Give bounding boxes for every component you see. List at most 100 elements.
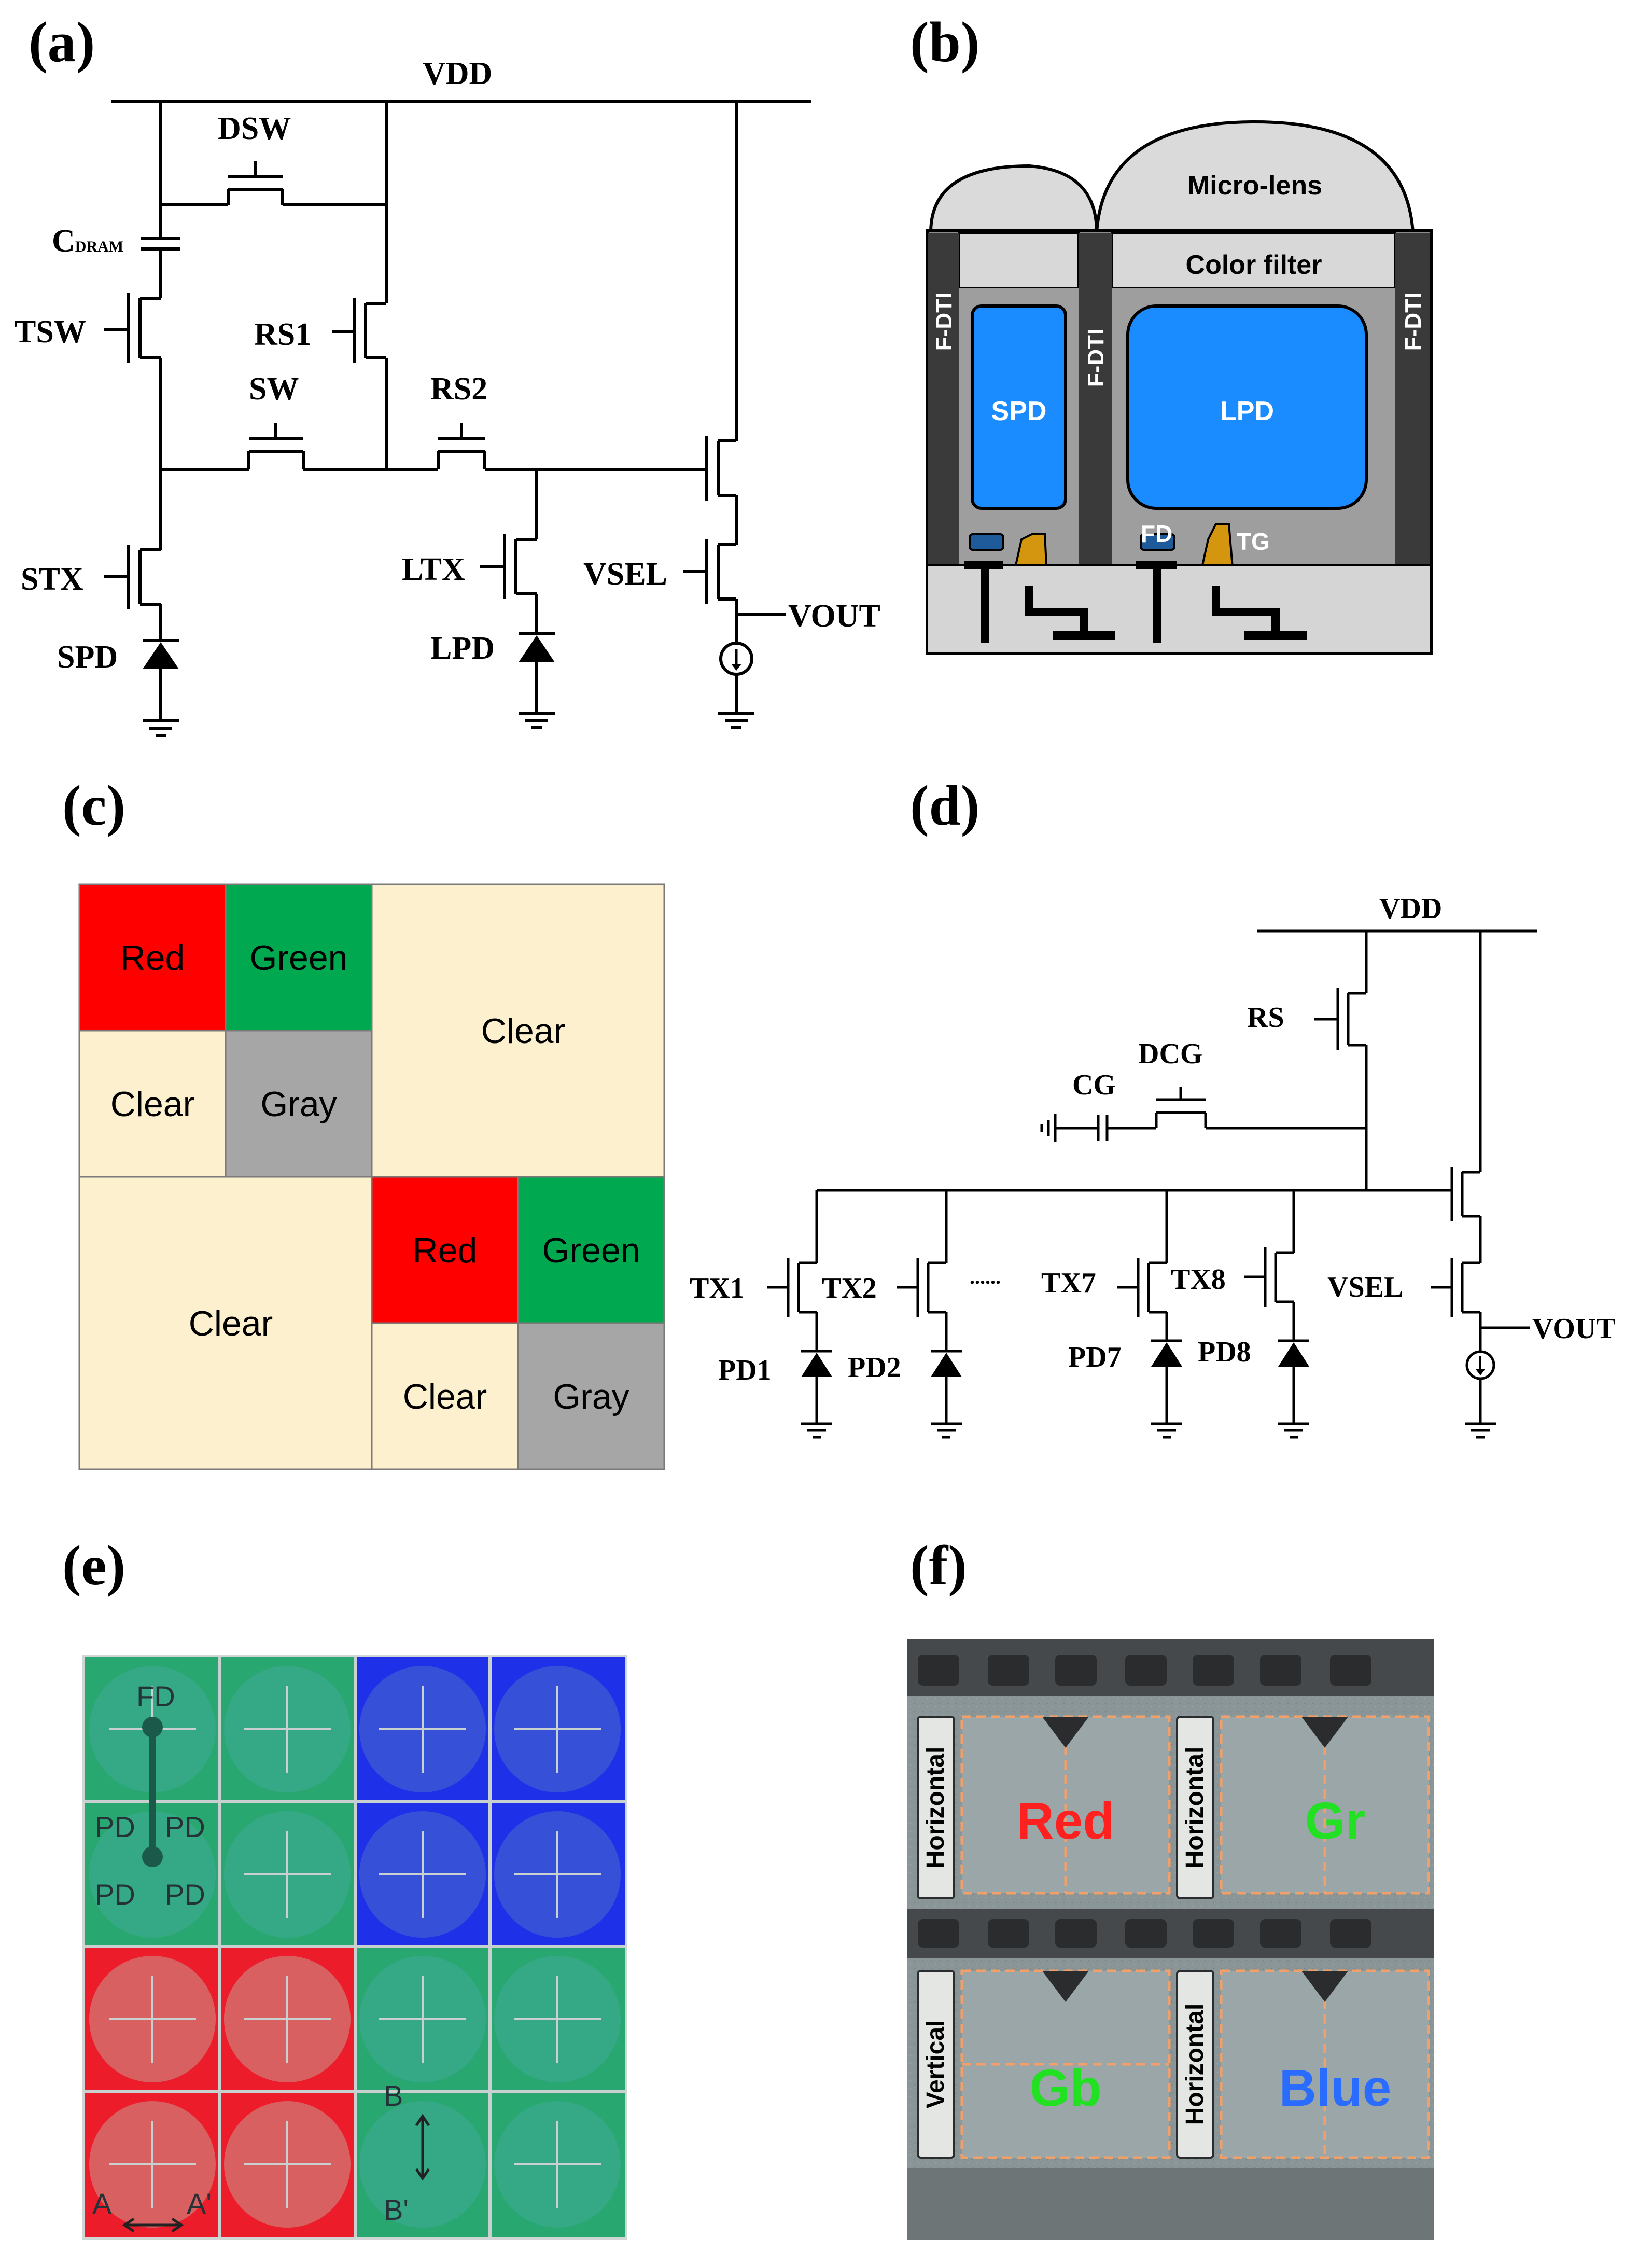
e-pd-label-3: PD: [95, 1878, 135, 1911]
a-cdram-main: C: [52, 224, 75, 259]
c-gray-label-2: Gray: [553, 1377, 629, 1416]
f-gr-label: Gr: [1305, 1792, 1366, 1850]
a-ltx-label: LTX: [402, 552, 465, 587]
d-pd8-label: PD8: [1198, 1336, 1251, 1368]
fd-pad-right: [1140, 533, 1175, 551]
a-vdd-label: VDD: [423, 56, 492, 91]
substrate: [928, 565, 1430, 652]
c-cell-green-1: [225, 883, 373, 1032]
d-pd7-label: PD7: [1068, 1341, 1122, 1373]
b-fdti-middle-label: F-DTI: [1083, 329, 1109, 387]
panel-label-f: (f): [910, 1534, 967, 1597]
e-grid-lines: [85, 1657, 625, 2237]
d-vsel-label: VSEL: [1327, 1271, 1403, 1303]
d-tx7-label: TX7: [1041, 1267, 1096, 1299]
a-tsw-label: TSW: [15, 314, 86, 350]
a-vout-label: VOUT: [788, 599, 880, 634]
panel-label-e: (e): [62, 1534, 125, 1597]
c-cell-gray-1: [225, 1030, 373, 1178]
a-rs2-label: RS2: [430, 371, 487, 407]
b-fdti-right-label: F-DTI: [1401, 293, 1426, 351]
d-pd1-label: PD1: [718, 1354, 772, 1386]
c-clear-big-label-1: Clear: [481, 1011, 566, 1051]
f-direction-boxes: [917, 1716, 1214, 2159]
c-cell-red-2: [371, 1176, 519, 1324]
c-cell-clear-big-2: [78, 1176, 373, 1470]
panel-label-c: (c): [62, 774, 125, 837]
panel-f-labels: Horizontal Horizontal Vertical Horizonta…: [922, 1747, 1391, 2125]
pd2-diode-symbol: [931, 1353, 962, 1377]
c-cell-clear-big-1: [371, 883, 665, 1178]
color-filter-large: [1111, 232, 1396, 289]
f-horizontal-label-2: Horizontal: [1181, 1747, 1209, 1869]
d-dcg-label: DCG: [1138, 1038, 1202, 1070]
e-b-prime-label: B': [384, 2193, 409, 2226]
e-b-label: B: [384, 2079, 403, 2112]
f-horizontal-label-1: Horizontal: [922, 1747, 949, 1869]
a-dsw-label: DSW: [218, 111, 291, 146]
e-aa-arrow: [122, 2217, 184, 2233]
c-clear-label-1: Clear: [110, 1085, 195, 1124]
c-cell-clear-2: [371, 1322, 519, 1470]
a-spd-label: SPD: [57, 640, 118, 675]
d-tx2-label: TX2: [822, 1272, 877, 1304]
c-gray-label-1: Gray: [260, 1085, 337, 1124]
b-spd-label: SPD: [991, 396, 1047, 426]
current-source-arrowhead: [731, 664, 741, 671]
panel-e-labels: FD PD PD PD PD A A' B B': [92, 1680, 409, 2226]
e-pd-label-1: PD: [95, 1811, 135, 1843]
pd1-diode-symbol: [801, 1353, 832, 1377]
b-microlens-label: Micro-lens: [1187, 171, 1322, 201]
color-filter-small: [958, 232, 1080, 289]
f-tg-notches: [1042, 1717, 1348, 2002]
f-horizontal-label-3: Horizontal: [1181, 2004, 1209, 2125]
a-rs1-label: RS1: [254, 317, 311, 352]
d-tx8-label: TX8: [1171, 1263, 1226, 1296]
panel-a-labels: VDD DSW CDRAM TSW RS1 SW RS2 STX LTX VSE…: [15, 56, 880, 675]
spd-diode-symbol: [143, 642, 179, 669]
d-vdd-label: VDD: [1379, 893, 1442, 925]
d-vout-label: VOUT: [1532, 1313, 1616, 1345]
d-rs-label: RS: [1247, 1002, 1284, 1034]
panel-e-quad-pixel-array: [82, 1655, 627, 2240]
metal-wiring: [964, 561, 1307, 643]
pd7-diode-symbol: [1151, 1342, 1182, 1367]
a-lpd-label: LPD: [430, 631, 495, 666]
panel-c-labels: Red Green Clear Gray Clear Clear Red Gre…: [110, 938, 640, 1416]
d-tx1-label: TX1: [690, 1272, 745, 1304]
large-microlens: [1095, 120, 1415, 234]
panel-a-symbols: [143, 635, 741, 671]
fd-pad-left: [969, 533, 1004, 551]
c-cell-gray-2: [517, 1322, 665, 1470]
fdti-wall-right: [1395, 233, 1430, 565]
panel-d-symbols: [801, 1342, 1485, 1377]
f-vertical-label: Vertical: [922, 2020, 949, 2109]
e-bb-arrow: [415, 2114, 430, 2181]
d-cg-label: CG: [1072, 1069, 1116, 1101]
panel-d-labels: VDD RS DCG CG TX1 TX2 ...... TX7 TX8 VSE…: [690, 893, 1616, 1386]
f-red-label: Red: [1017, 1792, 1115, 1850]
fdti-wall-left: [928, 233, 959, 565]
f-blue-label: Blue: [1279, 2059, 1392, 2117]
a-stx-label: STX: [21, 562, 83, 597]
c-green-label-1: Green: [250, 938, 348, 978]
e-fd-label: FD: [136, 1680, 175, 1713]
e-a-label: A: [92, 2187, 112, 2220]
f-top-pads: [918, 1655, 1371, 1686]
panel-c-color-filter-array: [78, 883, 665, 1470]
e-pd-label-4: PD: [165, 1878, 205, 1911]
b-fdti-left-label: F-DTI: [931, 293, 957, 351]
fdti-wall-middle: [1079, 233, 1112, 565]
b-tg-label: TG: [1237, 528, 1270, 555]
b-lpd-label: LPD: [1220, 396, 1274, 426]
panel-label-d: (d): [910, 774, 979, 837]
pd8-diode-symbol: [1278, 1342, 1309, 1367]
e-pd-label-2: PD: [165, 1811, 205, 1843]
panel-label-b: (b): [910, 10, 979, 74]
spd-photodiode: [971, 304, 1067, 510]
a-cdram-sub: DRAM: [75, 238, 123, 255]
panel-d-circuit: [767, 929, 1537, 1439]
f-bottom-band: [907, 2168, 1434, 2240]
